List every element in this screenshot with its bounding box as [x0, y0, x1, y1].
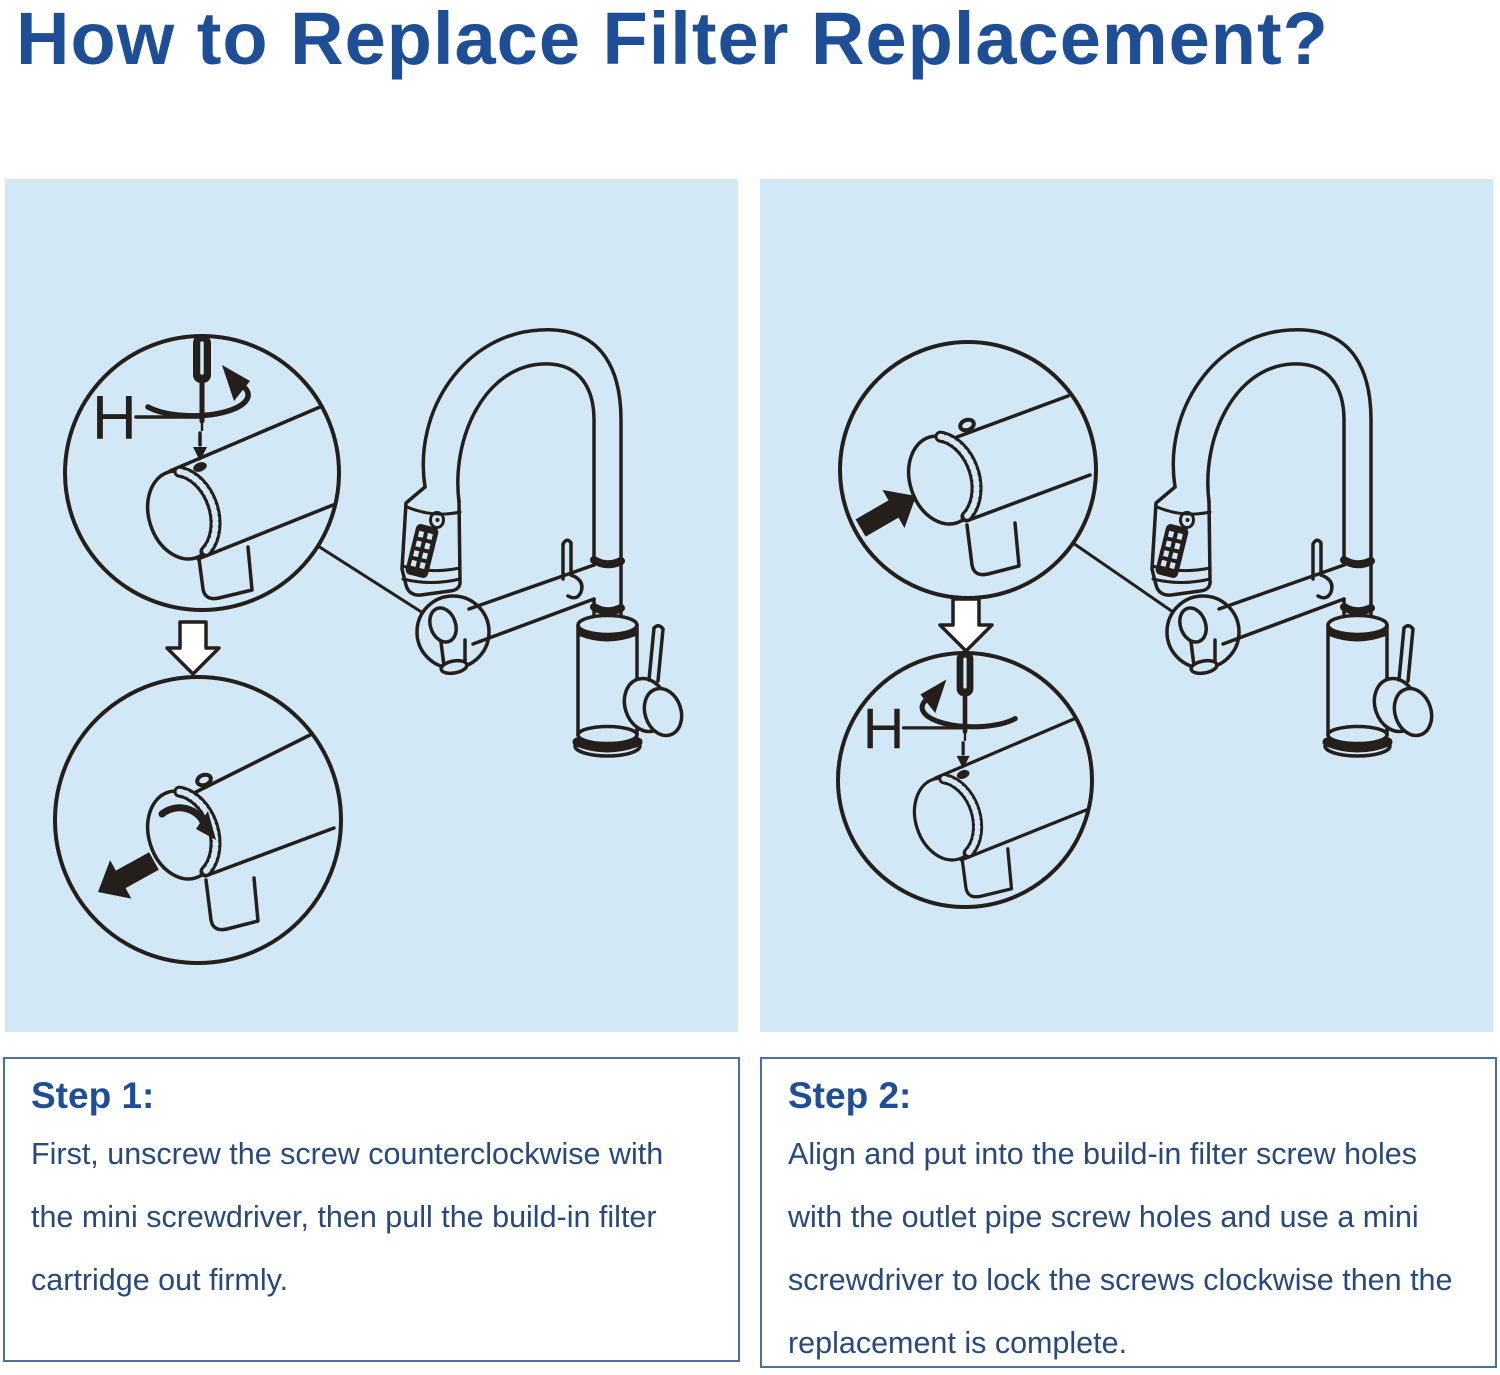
page-title: How to Replace Filter Replacement? — [16, 0, 1329, 80]
step1-body: First, unscrew the screw counterclockwis… — [31, 1137, 664, 1297]
step2-heading: Step 2: — [788, 1075, 912, 1116]
rotation-arrow-head — [222, 365, 250, 401]
unscrew-detail-group: H — [92, 336, 333, 599]
screw-detail-group: H — [863, 653, 1087, 897]
rotation-arrow-head — [920, 679, 947, 714]
insert-detail-group — [850, 396, 1090, 575]
step2-diagram: H — [836, 179, 1493, 909]
h-label: H — [92, 384, 137, 453]
step1-diagram: H — [53, 179, 738, 965]
leader-line — [1071, 541, 1175, 614]
rotation-arrow — [919, 693, 1018, 730]
step1-diagram-panel: H — [5, 179, 738, 1032]
step2-instructions: Step 2: Align and put into the build-in … — [760, 1057, 1497, 1368]
next-step-arrow-icon — [165, 620, 221, 676]
pullout-detail-group — [87, 735, 334, 930]
step2-body: Align and put into the build-in filter s… — [788, 1137, 1453, 1360]
step1-heading: Step 1: — [31, 1075, 155, 1116]
step2-diagram-panel: H — [760, 179, 1493, 1032]
next-step-arrow-icon — [938, 597, 994, 653]
leader-line — [316, 544, 425, 615]
detail-circle-pullout — [53, 675, 343, 965]
rotation-arrow — [145, 380, 251, 419]
step1-instructions: Step 1: First, unscrew the screw counter… — [3, 1057, 740, 1362]
h-label: H — [863, 697, 905, 761]
